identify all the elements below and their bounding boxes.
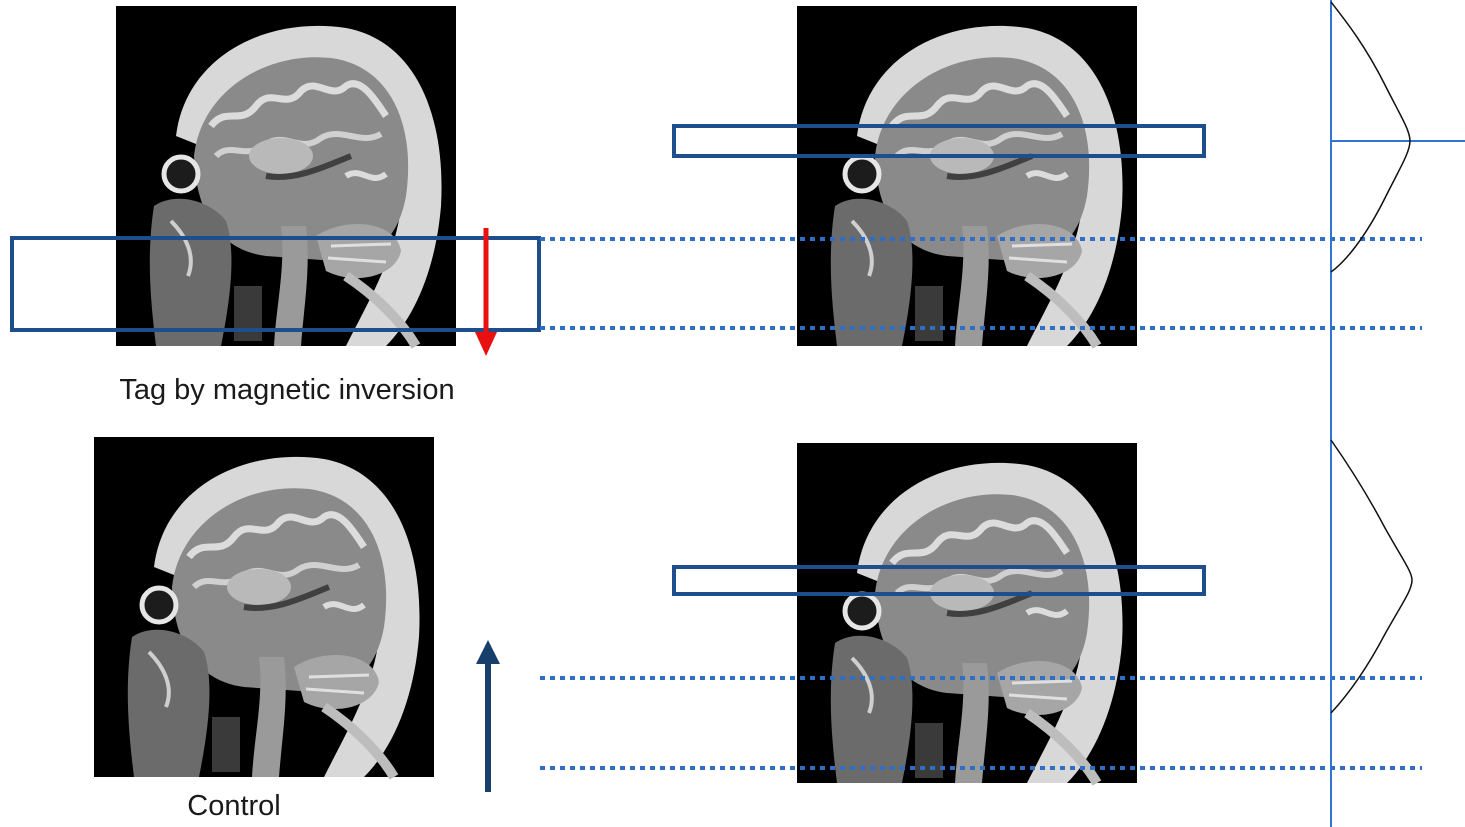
- profile-curve-tag: [1331, 2, 1410, 272]
- mri-image-tag-right: [797, 6, 1137, 346]
- arrow-down-icon: [475, 228, 497, 356]
- control-caption: Control: [187, 790, 281, 822]
- arrow-up-icon: [476, 640, 500, 792]
- mri-image-tag-left: [116, 6, 456, 346]
- mri-image-control-left: [94, 437, 434, 777]
- mri-image-control-right: [797, 443, 1137, 783]
- profile-curve-control: [1331, 440, 1412, 713]
- tag-caption: Tag by magnetic inversion: [119, 374, 454, 406]
